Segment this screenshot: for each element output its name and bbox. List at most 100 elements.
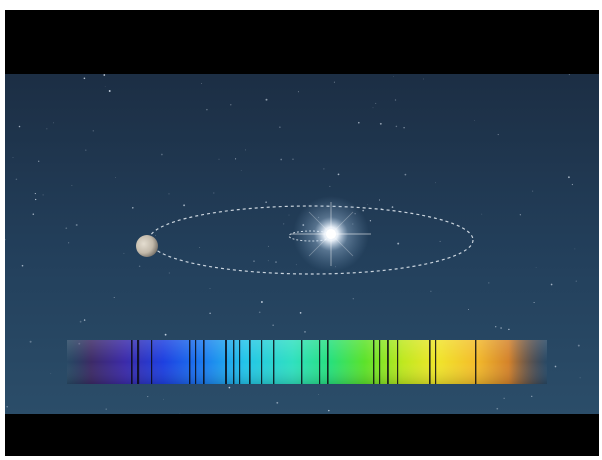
- background-star: [85, 149, 87, 151]
- background-star: [168, 272, 170, 274]
- background-star: [132, 207, 134, 209]
- background-star: [352, 298, 354, 300]
- background-star: [206, 108, 208, 111]
- background-star: [535, 266, 537, 268]
- background-star: [496, 407, 499, 410]
- background-star: [199, 247, 201, 248]
- background-star: [228, 386, 231, 389]
- background-star: [258, 311, 261, 314]
- video-frame: [5, 10, 599, 456]
- letterbox-top: [5, 10, 599, 74]
- background-star: [68, 242, 70, 244]
- background-star: [318, 394, 320, 396]
- background-star: [497, 134, 499, 136]
- background-star: [481, 213, 483, 215]
- background-star: [104, 86, 106, 88]
- absorption-line: [429, 340, 431, 384]
- background-star: [372, 107, 374, 109]
- background-star: [567, 176, 570, 179]
- background-star: [276, 401, 279, 404]
- background-star: [163, 398, 164, 400]
- background-star: [155, 234, 156, 236]
- background-star: [333, 81, 335, 83]
- background-star: [575, 280, 577, 282]
- background-star: [533, 301, 535, 304]
- background-star: [138, 265, 141, 268]
- background-star: [244, 149, 247, 151]
- background-star: [393, 76, 395, 77]
- background-star: [500, 327, 502, 329]
- background-star: [5, 238, 6, 241]
- background-star: [299, 312, 302, 314]
- background-star: [550, 283, 553, 286]
- background-star: [21, 264, 24, 267]
- absorption-line: [195, 340, 197, 384]
- background-star: [46, 128, 48, 130]
- background-star: [577, 344, 580, 347]
- background-star: [75, 224, 78, 226]
- background-star: [230, 104, 232, 106]
- absorption-line: [151, 340, 153, 384]
- background-star: [430, 290, 432, 292]
- background-star: [519, 214, 521, 216]
- background-star: [394, 99, 397, 101]
- background-star: [283, 223, 285, 225]
- background-star: [280, 158, 283, 161]
- background-star: [571, 183, 574, 186]
- background-star: [6, 405, 8, 408]
- background-star: [15, 178, 18, 181]
- background-star: [35, 198, 37, 201]
- background-star: [179, 413, 181, 414]
- background-star: [495, 326, 497, 328]
- background-star: [71, 185, 73, 186]
- absorption-line: [373, 340, 375, 384]
- background-star: [328, 409, 330, 412]
- background-star: [265, 201, 267, 203]
- background-star: [201, 83, 202, 84]
- background-star: [12, 157, 14, 158]
- background-star: [213, 192, 215, 194]
- scene-canvas: [5, 74, 599, 414]
- background-star: [379, 122, 382, 125]
- background-star: [209, 288, 211, 289]
- background-star: [105, 408, 107, 410]
- background-star: [38, 160, 40, 162]
- background-star: [488, 282, 490, 284]
- background-star: [272, 324, 274, 326]
- background-star: [83, 77, 86, 80]
- background-star: [267, 245, 269, 247]
- background-star: [532, 190, 534, 192]
- background-star: [395, 125, 398, 128]
- background-star: [574, 248, 576, 250]
- background-star: [568, 74, 570, 76]
- background-star: [209, 312, 211, 314]
- background-star: [403, 127, 405, 129]
- background-star: [404, 173, 407, 176]
- background-star: [147, 396, 149, 398]
- background-star: [391, 206, 394, 208]
- background-star: [275, 261, 277, 264]
- absorption-line: [239, 340, 241, 384]
- background-star: [18, 125, 21, 128]
- background-star: [83, 319, 86, 321]
- background-star: [378, 199, 381, 201]
- absorption-line: [273, 340, 275, 384]
- background-star: [253, 260, 255, 262]
- background-star: [508, 328, 510, 331]
- background-star: [323, 168, 325, 170]
- absorption-spectrum: [67, 340, 547, 384]
- background-star: [218, 158, 220, 160]
- background-star: [32, 213, 35, 215]
- absorption-line: [261, 340, 263, 384]
- background-star: [113, 297, 115, 299]
- background-star: [235, 158, 237, 160]
- background-star: [439, 240, 441, 242]
- background-star: [329, 185, 331, 187]
- background-star: [337, 173, 340, 176]
- absorption-line: [475, 340, 477, 384]
- absorption-line: [301, 340, 303, 384]
- background-star: [240, 170, 242, 171]
- background-star: [267, 260, 269, 262]
- background-star: [369, 220, 372, 222]
- absorption-line: [137, 340, 140, 384]
